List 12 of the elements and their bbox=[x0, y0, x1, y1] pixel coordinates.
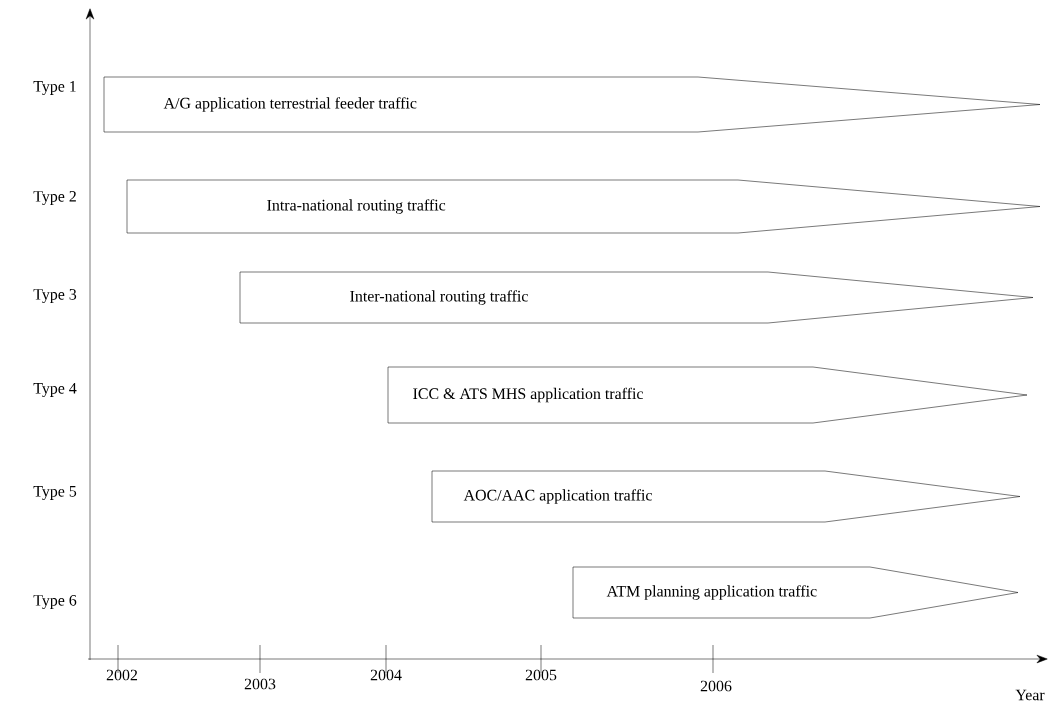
year-label: 2003 bbox=[244, 678, 276, 690]
year-label: 2006 bbox=[700, 680, 732, 692]
row-label: Type 6 bbox=[33, 595, 77, 609]
row-label: Type 4 bbox=[33, 383, 77, 397]
row-label: Type 5 bbox=[33, 486, 77, 500]
year-label: 2002 bbox=[106, 669, 138, 681]
year-label: 2005 bbox=[525, 669, 557, 681]
axis-label: Year bbox=[1015, 689, 1045, 701]
row-label: Type 1 bbox=[33, 81, 76, 95]
row-label: Type 3 bbox=[33, 289, 77, 303]
row-label: Type 2 bbox=[33, 191, 76, 205]
year-label: 2004 bbox=[370, 669, 402, 681]
